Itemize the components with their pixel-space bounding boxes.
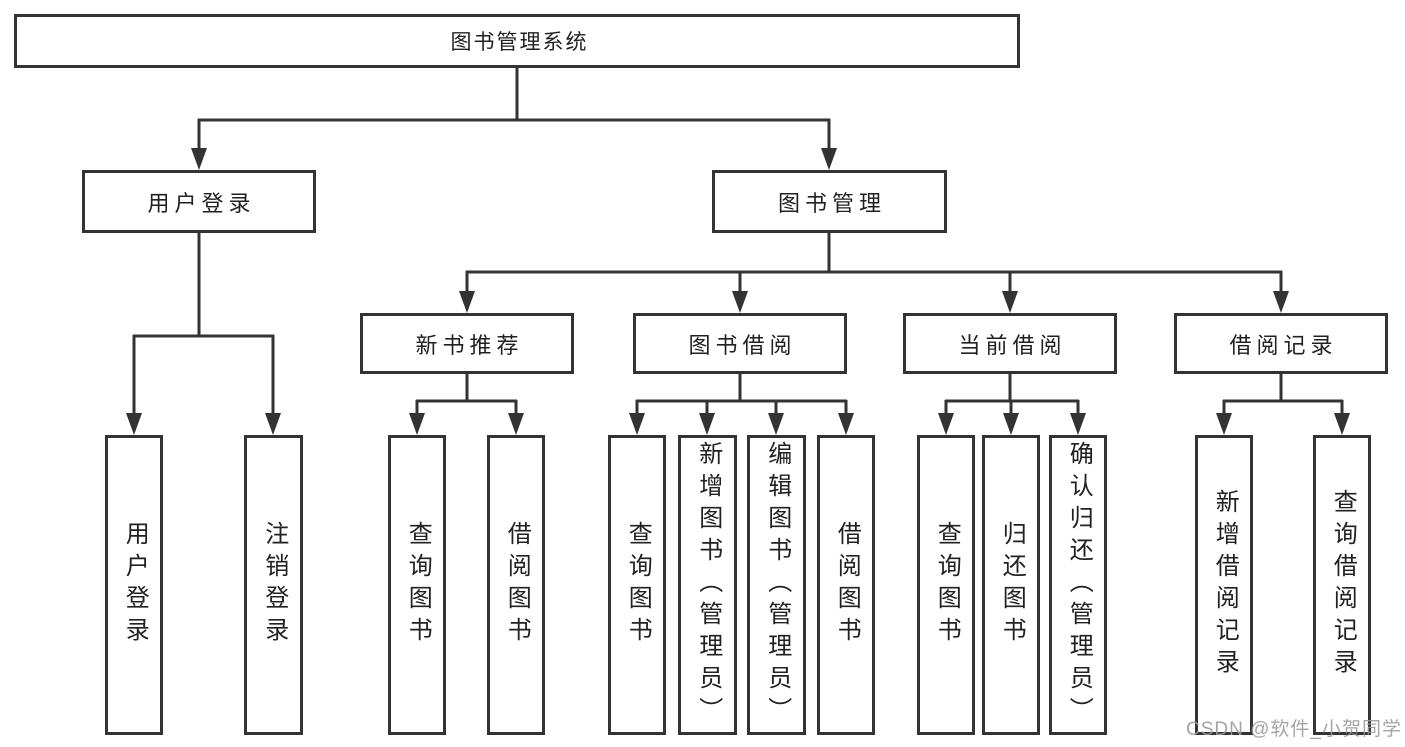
leaf-current-query-books-label: 查询图书 xyxy=(933,521,961,649)
node-book-management-label: 图书管理 xyxy=(777,190,886,216)
node-current-borrowing: 当前借阅 xyxy=(903,313,1117,374)
leaf-current-return-books-label: 归还图书 xyxy=(998,521,1026,649)
node-current-borrowing-label: 当前借阅 xyxy=(958,332,1067,358)
leaf-current-confirm-return-admin-label: 确认归还（管理员） xyxy=(1065,441,1093,729)
leaf-borrow-edit-books-admin-label: 编辑图书（管理员） xyxy=(763,441,791,729)
leaf-records-add-record: 新增借阅记录 xyxy=(1195,435,1253,735)
node-user-login: 用户登录 xyxy=(82,170,316,233)
leaf-borrow-add-books-admin-label: 新增图书（管理员） xyxy=(694,441,722,729)
leaf-borrow-query-books: 查询图书 xyxy=(608,435,666,735)
leaf-records-query-record: 查询借阅记录 xyxy=(1313,435,1371,735)
leaf-borrow-query-books-label: 查询图书 xyxy=(624,521,652,649)
leaf-current-query-books: 查询图书 xyxy=(917,435,975,735)
leaf-newbook-borrow-books-label: 借阅图书 xyxy=(503,521,531,649)
leaf-borrow-borrow-books: 借阅图书 xyxy=(817,435,875,735)
node-root: 图书管理系统 xyxy=(14,14,1020,68)
leaf-logout: 注销登录 xyxy=(244,435,303,735)
leaf-newbook-query-books-label: 查询图书 xyxy=(404,521,432,649)
csdn-watermark: CSDN @软件_小贺同学 xyxy=(1186,719,1402,740)
node-book-borrowing: 图书借阅 xyxy=(633,313,847,374)
leaf-user-login-label: 用户登录 xyxy=(121,521,149,649)
leaf-newbook-borrow-books: 借阅图书 xyxy=(487,435,545,735)
node-user-login-label: 用户登录 xyxy=(147,190,256,216)
node-borrowing-records-label: 借阅记录 xyxy=(1229,332,1338,358)
node-root-label: 图书管理系统 xyxy=(450,31,589,54)
leaf-newbook-query-books: 查询图书 xyxy=(388,435,446,735)
leaf-borrow-borrow-books-label: 借阅图书 xyxy=(833,521,861,649)
leaf-user-login: 用户登录 xyxy=(105,435,163,735)
leaf-borrow-add-books-admin: 新增图书（管理员） xyxy=(678,435,737,735)
leaf-records-add-record-label: 新增借阅记录 xyxy=(1211,489,1239,681)
leaf-records-query-record-label: 查询借阅记录 xyxy=(1329,489,1357,681)
leaf-logout-label: 注销登录 xyxy=(260,521,288,649)
leaf-borrow-edit-books-admin: 编辑图书（管理员） xyxy=(747,435,806,735)
leaf-current-confirm-return-admin: 确认归还（管理员） xyxy=(1049,435,1107,735)
node-new-book-recommend-label: 新书推荐 xyxy=(415,332,524,358)
node-new-book-recommend: 新书推荐 xyxy=(360,313,574,374)
leaf-current-return-books: 归还图书 xyxy=(982,435,1040,735)
node-book-borrowing-label: 图书借阅 xyxy=(688,332,797,358)
node-borrowing-records: 借阅记录 xyxy=(1174,313,1388,374)
node-book-management: 图书管理 xyxy=(712,170,947,233)
